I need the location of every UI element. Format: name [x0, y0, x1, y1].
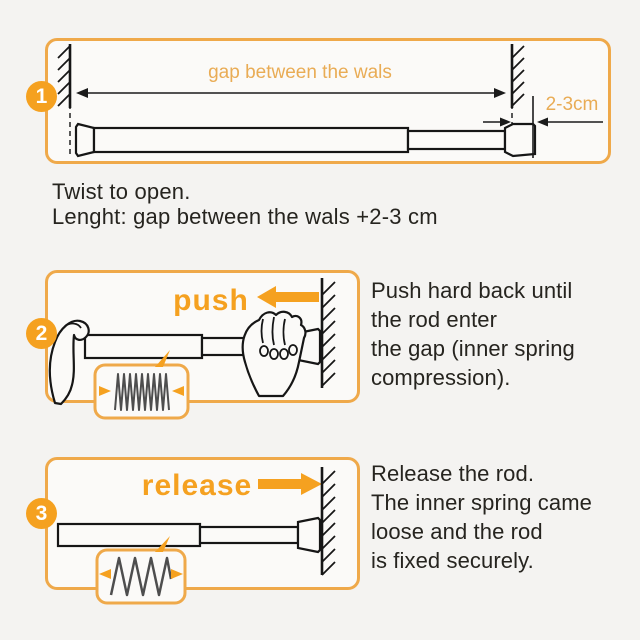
outward-arrow-right [171, 569, 183, 579]
push-arrow-icon [257, 286, 319, 308]
left-hand [48, 319, 90, 406]
tension-rod [56, 516, 322, 554]
dimension-2-3cm: 2-3cm [483, 94, 603, 158]
step-3-description-line: loose and the rod [371, 519, 543, 544]
step-1-diagram: gap between the wals 2-3cm [57, 44, 603, 158]
gap-arrow [76, 88, 506, 98]
right-hand [241, 310, 307, 398]
step-1-badge: 1 [26, 81, 57, 112]
step-1-caption-line-2: Lenght: gap between the wals +2-3 cm [52, 204, 438, 229]
release-arrow-icon [258, 473, 322, 495]
step-3-badge: 3 [26, 498, 57, 529]
wall [320, 467, 336, 576]
expanded-spring-icon [109, 556, 173, 597]
step-2-description-line: Push hard back until [371, 278, 573, 303]
step-2-description-line: the gap (inner spring [371, 336, 575, 361]
step-3-diagram: release [56, 467, 336, 605]
outward-arrow-left [99, 569, 111, 579]
step-3-description-line: is fixed securely. [371, 548, 534, 573]
left-wall [57, 44, 72, 108]
step-1-caption-line-1: Twist to open. [52, 179, 191, 204]
step-3-description-line: The inner spring came [371, 490, 592, 515]
step-2-description-line: compression). [371, 365, 511, 390]
step-2-description-line: the rod enter [371, 307, 498, 332]
step-3-description-line: Release the rod. [371, 461, 535, 486]
spring-callout [95, 536, 187, 605]
wall [320, 278, 336, 388]
inward-arrow-right [172, 386, 184, 396]
tension-rod [74, 122, 537, 158]
step-2-badge: 2 [26, 318, 57, 349]
measure-label: 2-3cm [546, 94, 599, 115]
right-wall [510, 44, 525, 108]
spring-callout [93, 350, 190, 420]
inward-arrow-left [99, 386, 111, 396]
callout-pointer [155, 350, 170, 367]
step-2-description: Push hard back until the rod enter the g… [371, 276, 637, 392]
step-2-diagram: push [48, 278, 336, 420]
compressed-spring-icon [114, 373, 170, 411]
push-label: push [173, 284, 249, 317]
step-3-description: Release the rod. The inner spring came l… [371, 459, 637, 575]
gap-label: gap between the wals [208, 62, 392, 83]
callout-pointer [155, 536, 170, 552]
release-label: release [142, 469, 252, 502]
